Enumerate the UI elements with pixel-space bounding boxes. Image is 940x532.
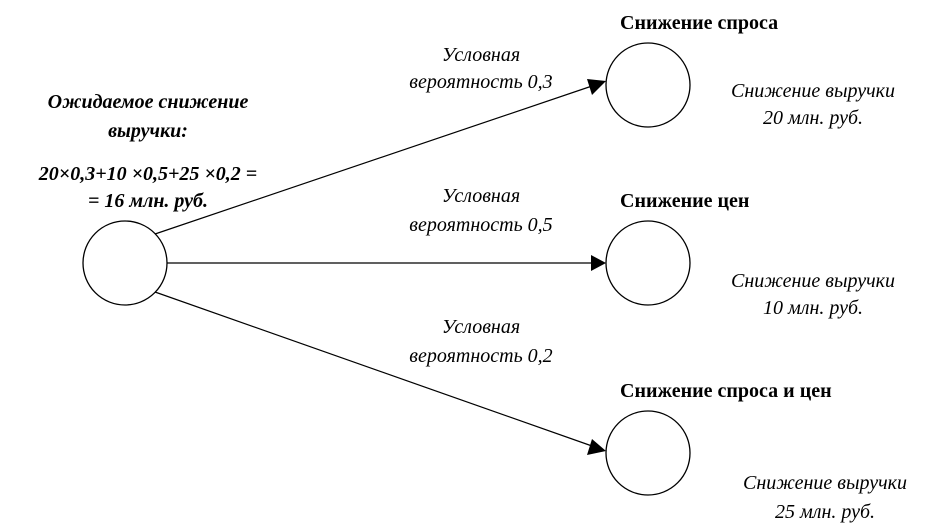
- branch-1-result-line1: Снижение выручки: [731, 80, 895, 102]
- branch-1-result-line2: 20 млн. руб.: [763, 107, 863, 129]
- branch-3-probability-line1: Условная: [442, 316, 520, 338]
- root-title-line2: выручки:: [108, 120, 188, 142]
- branch-1-probability-line2: вероятность 0,3: [409, 71, 552, 93]
- branch-3-result-line2: 25 млн. руб.: [775, 501, 875, 523]
- branch-3-probability-line2: вероятность 0,2: [409, 345, 552, 367]
- root-node: [82, 220, 168, 306]
- arrowhead-demand-drop: [587, 79, 606, 95]
- edge-to-demand-drop: [154, 85, 593, 235]
- outcome-node-price-drop: [605, 220, 691, 306]
- branch-3-outcome-title: Снижение спроса и цен: [620, 380, 832, 402]
- branch-2-result-line1: Снижение выручки: [731, 270, 895, 292]
- root-formula-line2: = 16 млн. руб.: [88, 190, 208, 212]
- root-title-line1: Ожидаемое снижение: [48, 91, 249, 113]
- branch-2-probability-line2: вероятность 0,5: [409, 214, 552, 236]
- branch-2-outcome-title: Снижение цен: [620, 190, 749, 212]
- branch-2-probability-line1: Условная: [442, 185, 520, 207]
- root-formula-line1: 20×0,3+10 ×0,5+25 ×0,2 =: [38, 163, 257, 185]
- branch-1-outcome-title: Снижение спроса: [620, 12, 778, 34]
- branch-2-result-line2: 10 млн. руб.: [763, 297, 863, 319]
- outcome-node-demand-drop: [605, 42, 691, 128]
- arrowhead-price-drop: [591, 255, 606, 271]
- arrowhead-demand-and-price-drop: [587, 439, 606, 455]
- outcome-node-demand-and-price-drop: [605, 410, 691, 496]
- edge-to-demand-and-price-drop: [154, 291, 593, 447]
- branch-3-result-line1: Снижение выручки: [743, 472, 907, 494]
- branch-1-probability-line1: Условная: [442, 44, 520, 66]
